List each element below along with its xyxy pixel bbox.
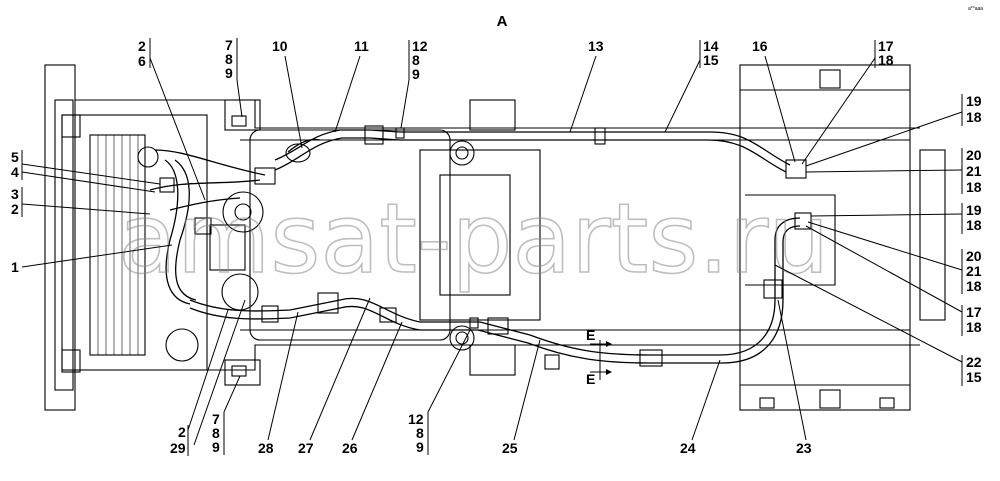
svg-text:E: E — [586, 371, 595, 387]
callout-left-1: 1 — [11, 244, 173, 275]
svg-text:16: 16 — [752, 38, 768, 54]
svg-text:4: 4 — [11, 164, 19, 180]
svg-text:7: 7 — [225, 37, 233, 53]
callout-top-14-15: 14 15 — [664, 38, 719, 133]
svg-text:13: 13 — [588, 38, 604, 54]
svg-text:20: 20 — [966, 248, 982, 264]
svg-text:7: 7 — [212, 411, 220, 427]
callout-top-13: 13 — [569, 38, 604, 133]
svg-text:18: 18 — [966, 278, 982, 294]
svg-text:1: 1 — [11, 259, 19, 275]
svg-text:2: 2 — [138, 38, 146, 54]
view-label: A — [497, 13, 508, 30]
callout-right-19-18-upper: 19 18 — [805, 93, 982, 167]
svg-text:2: 2 — [178, 424, 186, 440]
svg-text:10: 10 — [272, 38, 288, 54]
callout-right-20-21-18-lower: 20 21 18 — [807, 221, 982, 294]
svg-text:15: 15 — [966, 369, 982, 385]
svg-text:19: 19 — [966, 202, 982, 218]
callout-right-20-21-18-upper: 20 21 18 — [805, 147, 982, 195]
watermark: amsat-parts.ru — [118, 183, 829, 295]
callout-top-2-6: 2 6 — [138, 38, 206, 201]
svg-text:24: 24 — [680, 440, 696, 456]
callout-bottom-2-29: 2 29 — [170, 299, 246, 456]
svg-text:12: 12 — [408, 411, 424, 427]
svg-text:2: 2 — [11, 201, 19, 217]
callout-top-11: 11 — [334, 38, 369, 133]
svg-text:8: 8 — [416, 425, 424, 441]
svg-text:23: 23 — [796, 440, 812, 456]
svg-text:18: 18 — [966, 109, 982, 125]
callout-bottom-7-8-9: 7 8 9 — [212, 375, 241, 455]
callout-right-17-18: 17 18 — [805, 225, 982, 336]
corner-mark: a*°ааа — [968, 6, 983, 12]
svg-text:28: 28 — [258, 440, 274, 456]
svg-text:18: 18 — [878, 52, 894, 68]
callout-top-10: 10 — [272, 38, 303, 149]
callout-bottom-26: 26 — [342, 321, 403, 456]
callout-top-7-8-9: 7 8 9 — [225, 37, 243, 118]
svg-text:12: 12 — [412, 38, 428, 54]
svg-text:8: 8 — [212, 425, 220, 441]
svg-text:19: 19 — [966, 93, 982, 109]
section-mark-top: E — [586, 327, 612, 347]
svg-text:18: 18 — [966, 179, 982, 195]
callout-bottom-23: 23 — [777, 299, 812, 456]
svg-text:9: 9 — [416, 439, 424, 455]
svg-text:5: 5 — [11, 149, 19, 165]
svg-text:18: 18 — [966, 217, 982, 233]
svg-text:14: 14 — [703, 38, 719, 54]
svg-text:E: E — [586, 327, 595, 343]
svg-text:17: 17 — [878, 38, 894, 54]
svg-text:9: 9 — [412, 66, 420, 82]
hose-lines — [149, 115, 812, 380]
callout-bottom-12-8-9: 12 8 9 — [408, 329, 471, 455]
callout-bottom-25: 25 — [502, 339, 541, 456]
svg-text:22: 22 — [966, 354, 982, 370]
svg-text:6: 6 — [138, 53, 146, 69]
callout-bottom-28: 28 — [258, 311, 299, 456]
callout-left-5-4: 5 4 — [11, 149, 161, 193]
callout-left-3-2: 3 2 — [11, 186, 151, 217]
svg-text:9: 9 — [212, 439, 220, 455]
svg-text:15: 15 — [703, 52, 719, 68]
svg-text:27: 27 — [298, 440, 314, 456]
callout-bottom-24: 24 — [680, 359, 721, 456]
section-mark-bottom: E — [586, 369, 612, 387]
svg-text:25: 25 — [502, 440, 518, 456]
callout-right-22-15: 22 15 — [774, 264, 982, 386]
svg-text:8: 8 — [225, 51, 233, 67]
svg-text:17: 17 — [966, 304, 982, 320]
callout-top-16: 16 — [752, 38, 796, 163]
svg-text:8: 8 — [412, 52, 420, 68]
svg-text:11: 11 — [354, 38, 369, 54]
callout-bottom-27: 27 — [298, 297, 371, 456]
callout-top-17-18: 17 18 — [801, 38, 894, 165]
svg-text:21: 21 — [966, 263, 982, 279]
svg-text:3: 3 — [11, 186, 19, 202]
svg-text:26: 26 — [342, 440, 358, 456]
svg-text:9: 9 — [225, 65, 233, 81]
callout-top-12-8-9: 12 8 9 — [400, 38, 428, 129]
svg-text:20: 20 — [966, 147, 982, 163]
svg-text:18: 18 — [966, 319, 982, 335]
svg-text:21: 21 — [966, 163, 982, 179]
callout-right-19-18-lower: 19 18 — [810, 202, 982, 234]
svg-text:29: 29 — [170, 440, 186, 456]
